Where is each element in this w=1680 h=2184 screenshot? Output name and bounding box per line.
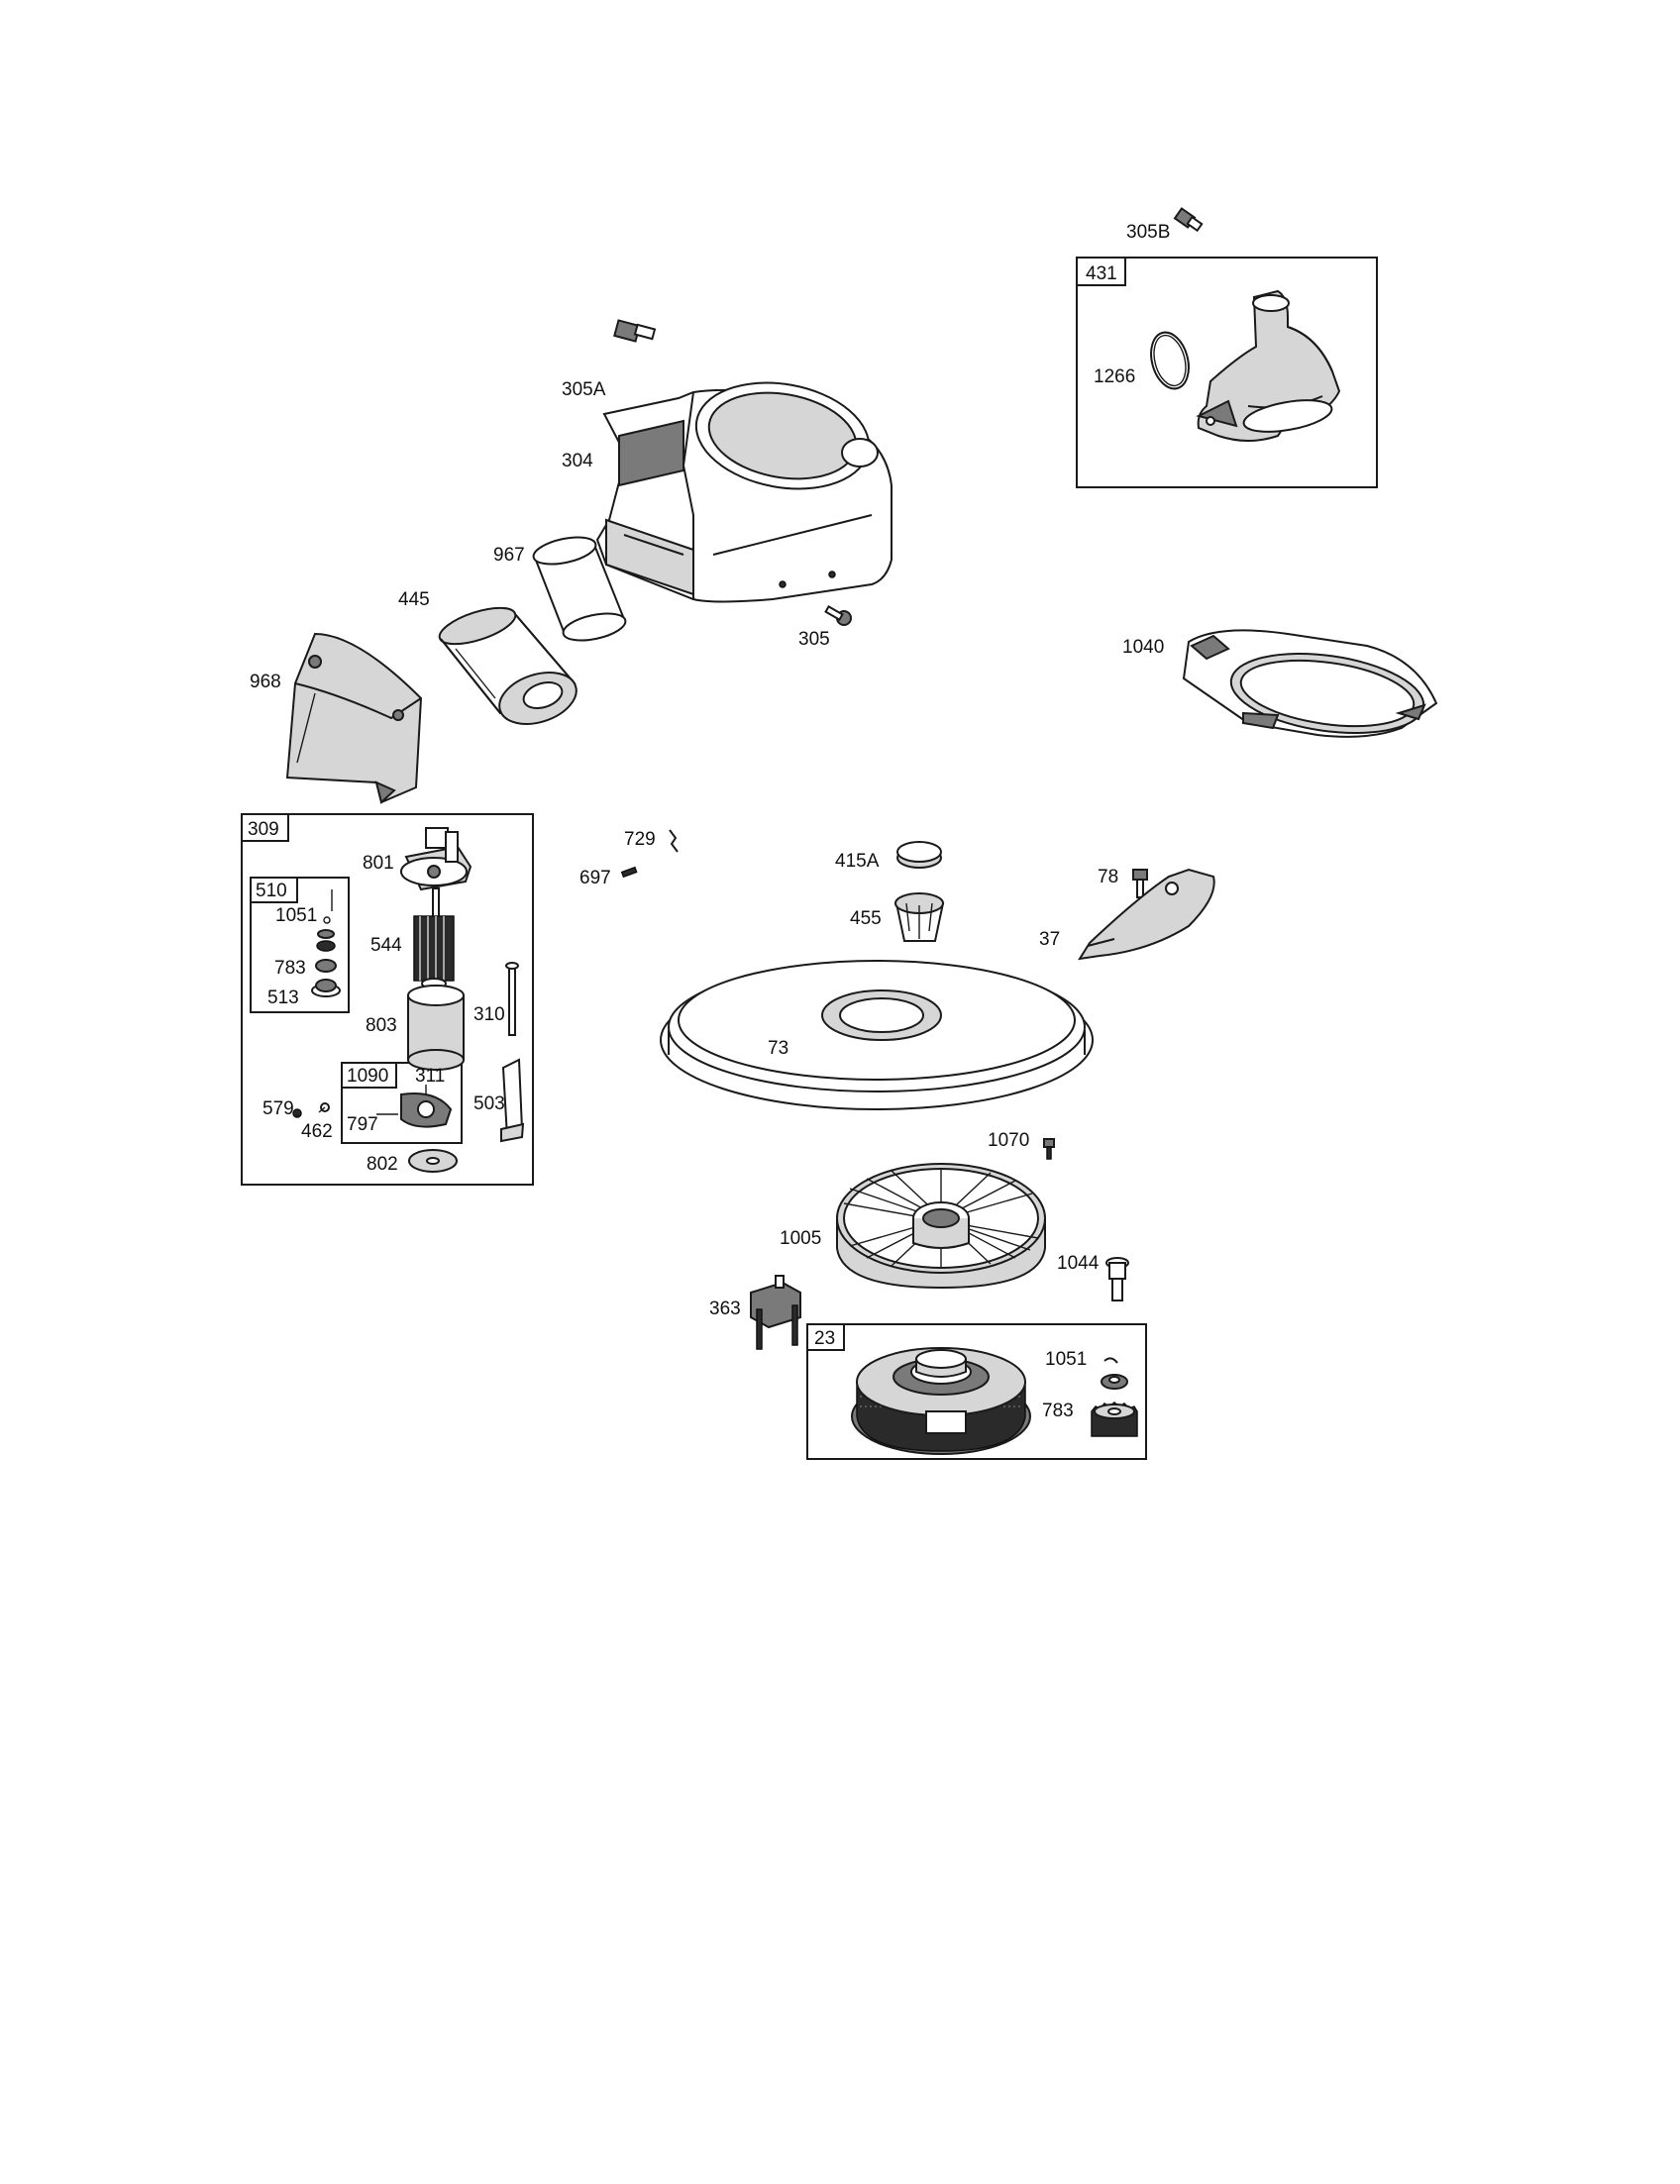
callout-tag-309 xyxy=(241,813,289,842)
part-445-air-filter xyxy=(438,606,578,725)
callout-431: 431 xyxy=(1086,263,1117,284)
callout-23: 23 xyxy=(814,1328,835,1349)
part-455-starter-cup xyxy=(894,892,945,942)
callout-box-23 xyxy=(806,1323,1147,1460)
callout-1051-flywheel: 1051 xyxy=(1045,1349,1087,1370)
part-1044-bolt xyxy=(1105,1257,1129,1301)
part-1266-o-ring xyxy=(1150,331,1190,390)
callout-310: 310 xyxy=(473,1004,505,1025)
part-968-air-cleaner-cover xyxy=(285,632,423,804)
callout-503: 503 xyxy=(473,1093,505,1114)
callout-455: 455 xyxy=(850,908,882,929)
callout-697: 697 xyxy=(579,868,611,888)
part-797-brush-holder xyxy=(376,1085,453,1128)
part-73-rotating-screen xyxy=(660,960,1094,1110)
callout-510: 510 xyxy=(256,881,287,901)
part-967-pre-filter xyxy=(532,536,627,642)
callout-1044: 1044 xyxy=(1057,1253,1100,1274)
part-305a-bolt xyxy=(613,319,657,343)
callout-1040: 1040 xyxy=(1122,637,1164,658)
part-783-gear xyxy=(1091,1402,1138,1437)
callout-1005: 1005 xyxy=(780,1228,821,1249)
part-1040-baffle xyxy=(1182,629,1438,738)
callout-803: 803 xyxy=(366,1015,397,1036)
part-431-intake-elbow xyxy=(1196,289,1341,442)
leader-lines xyxy=(295,889,333,1118)
part-363-brake-assembly xyxy=(750,1275,801,1350)
callout-78: 78 xyxy=(1098,867,1118,887)
callout-968: 968 xyxy=(250,672,281,692)
callout-labels: 305B 431 1266 305A 304 967 445 305 1040 … xyxy=(248,222,1170,1421)
callout-1051-starter: 1051 xyxy=(275,905,317,926)
callout-311: 311 xyxy=(415,1066,445,1087)
part-544-armature xyxy=(413,887,455,989)
callout-305a: 305A xyxy=(562,379,606,400)
callout-box-309 xyxy=(241,813,534,1186)
part-783-washer xyxy=(1101,1374,1128,1390)
callout-783-starter: 783 xyxy=(274,958,306,979)
callout-tag-431 xyxy=(1076,257,1126,286)
callout-1090: 1090 xyxy=(347,1066,388,1087)
part-729-clip xyxy=(669,829,679,853)
part-579-nut xyxy=(292,1108,302,1118)
callout-box-510 xyxy=(250,877,350,1013)
callout-73: 73 xyxy=(768,1038,788,1059)
callout-967: 967 xyxy=(493,545,525,566)
callout-box-431 xyxy=(1076,257,1378,488)
callout-729: 729 xyxy=(624,829,656,850)
callout-304: 304 xyxy=(562,451,593,471)
part-415a-cap xyxy=(896,841,942,869)
callout-tag-510 xyxy=(250,877,298,903)
callout-305b: 305B xyxy=(1126,222,1170,243)
callout-783-flywheel: 783 xyxy=(1042,1401,1074,1421)
part-510-drive-components xyxy=(311,916,341,997)
part-304-blower-housing xyxy=(595,381,892,603)
callout-tag-1090 xyxy=(341,1062,397,1089)
callout-305: 305 xyxy=(798,629,830,650)
callout-797: 797 xyxy=(347,1114,378,1135)
part-802-gasket xyxy=(408,1149,458,1173)
callout-462: 462 xyxy=(301,1121,333,1142)
part-23-flywheel xyxy=(851,1347,1031,1455)
part-503-bracket xyxy=(500,1058,525,1143)
callout-309: 309 xyxy=(248,819,279,840)
part-1051-key xyxy=(1103,1357,1118,1364)
callout-801: 801 xyxy=(363,853,394,874)
callout-415a: 415A xyxy=(835,851,880,872)
part-1070-screw xyxy=(1043,1138,1055,1160)
callout-544: 544 xyxy=(370,935,402,956)
part-1005-fan xyxy=(836,1163,1046,1290)
callout-802: 802 xyxy=(367,1154,398,1175)
callout-363: 363 xyxy=(709,1299,741,1319)
callout-513: 513 xyxy=(267,988,299,1008)
callout-tag-23 xyxy=(806,1323,845,1351)
part-801-end-cap xyxy=(400,827,472,891)
part-310-through-bolt xyxy=(505,962,519,1036)
callout-1070: 1070 xyxy=(988,1130,1029,1151)
part-305-screw xyxy=(824,605,852,626)
part-37-guard xyxy=(1078,868,1215,961)
callout-box-1090 xyxy=(341,1062,463,1144)
callout-1266: 1266 xyxy=(1094,366,1135,387)
callout-579: 579 xyxy=(262,1098,294,1119)
part-803-motor-housing xyxy=(407,985,465,1071)
part-305b-bolt xyxy=(1173,207,1204,233)
callout-445: 445 xyxy=(398,589,430,610)
part-697-screw xyxy=(620,866,638,879)
callout-37: 37 xyxy=(1039,929,1060,950)
